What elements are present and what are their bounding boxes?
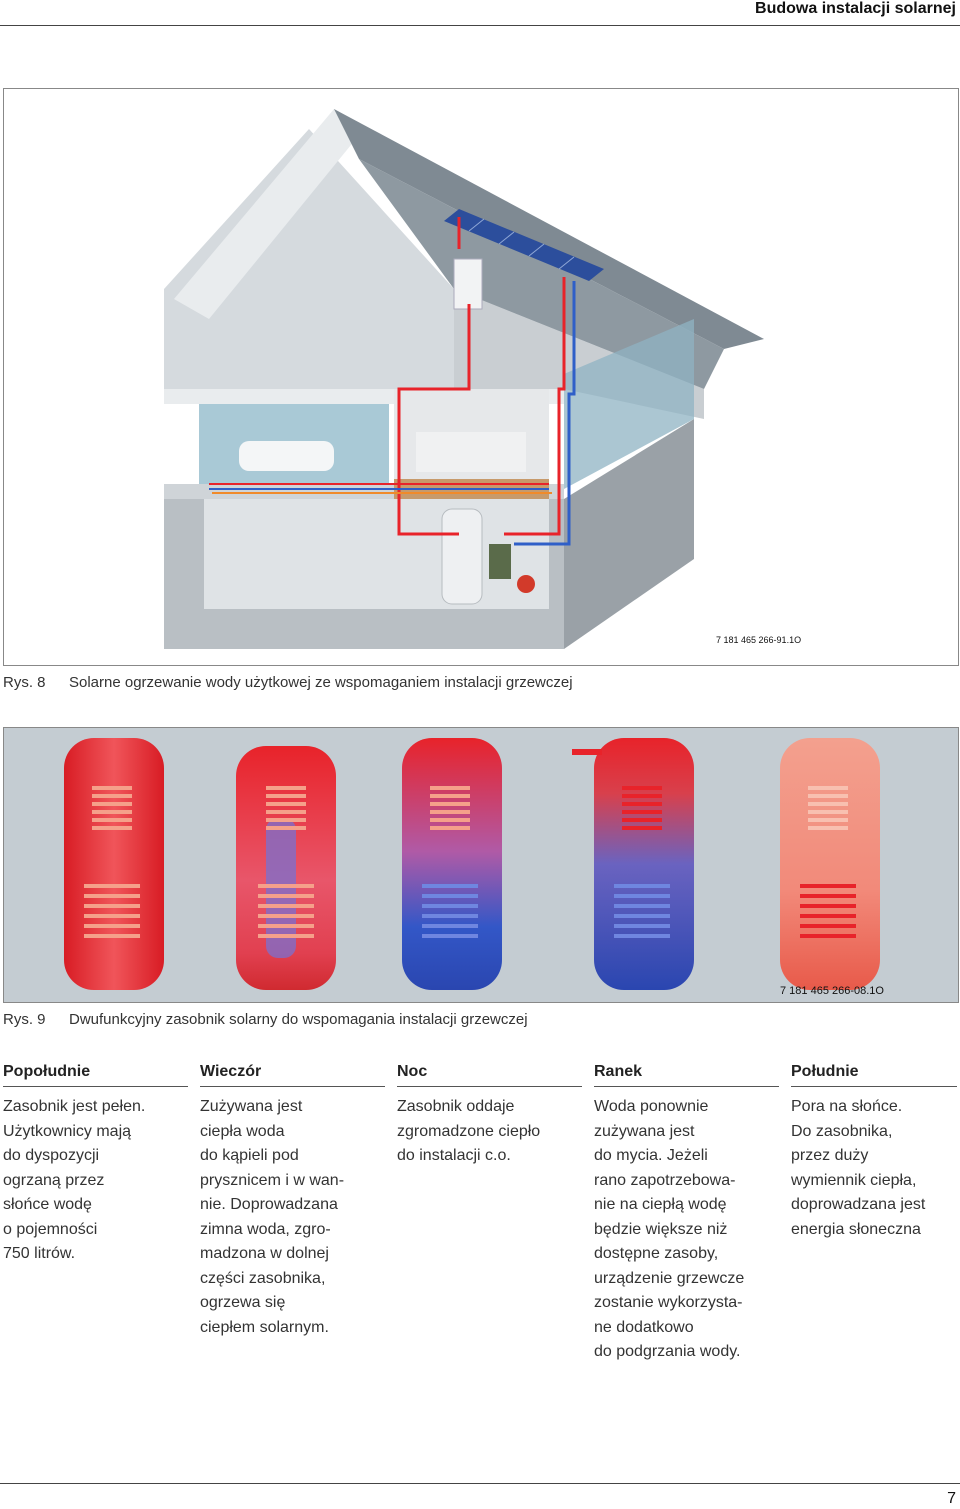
upper-gable <box>164 129 454 389</box>
column-divider <box>200 1086 385 1087</box>
column-title: Wieczór <box>200 1063 262 1080</box>
figure-8-caption: Rys. 8 Solarne ogrzewanie wody użytkowej … <box>3 674 573 691</box>
column-divider <box>791 1086 957 1087</box>
page-number: 7 <box>947 1490 956 1507</box>
column-title: Noc <box>397 1063 428 1080</box>
header-divider <box>0 25 960 26</box>
house-cutaway-drawing <box>164 109 764 649</box>
column-title: Ranek <box>594 1063 643 1080</box>
roof-left <box>174 109 364 319</box>
basement-side-wall <box>564 419 694 649</box>
column-divider <box>397 1086 582 1087</box>
tank-evening <box>236 746 336 990</box>
column-divider <box>3 1086 188 1087</box>
figure-9-caption: Rys. 9 Dwufunkcyjny zasobnik solarny do w… <box>3 1011 528 1028</box>
gas-boiler <box>453 258 483 310</box>
roof-right <box>334 109 764 349</box>
figure-8-caption-text: Solarne ogrzewanie wody użytkowej ze wsp… <box>69 674 573 691</box>
column-divider <box>594 1086 779 1087</box>
figure-8-code: 7 181 465 266-91.1O <box>716 635 802 645</box>
tank-states-drawing <box>64 738 880 990</box>
column-evening: Wieczór Zużywana jest ciepła woda do kąp… <box>200 1060 385 1340</box>
column-night: Noc Zasobnik oddaje zgromadzone ciepło d… <box>397 1060 582 1169</box>
column-text: Zasobnik jest pełen. Użytkownicy mają do… <box>3 1098 146 1262</box>
solar-pump-station <box>489 544 511 579</box>
sunroom-glazing <box>564 319 694 489</box>
column-title: Popołudnie <box>3 1063 91 1080</box>
figure-8-house-illustration: 7 181 465 266-91.1O <box>3 88 959 666</box>
column-morning: Ranek Woda ponownie zużywana jest do myc… <box>594 1060 779 1365</box>
column-title: Południe <box>791 1063 859 1080</box>
tank-noon <box>780 738 880 990</box>
page-header-title: Budowa instalacji solarnej <box>755 0 956 17</box>
tank-night <box>402 738 502 990</box>
tank-morning <box>572 738 694 990</box>
figure-9-code: 7 181 465 266-08.1O <box>780 985 884 997</box>
solar-storage-tank <box>441 508 483 605</box>
column-noon: Południe Pora na słońce. Do zasobnika, p… <box>791 1060 957 1242</box>
column-text: Zasobnik oddaje zgromadzone ciepło do in… <box>397 1098 541 1164</box>
column-text: Pora na słońce. Do zasobnika, przez duży… <box>791 1098 926 1238</box>
column-text: Zużywana jest ciepła woda do kąpieli pod… <box>200 1098 345 1336</box>
column-afternoon: Popołudnie Zasobnik jest pełen. Użytkown… <box>3 1060 188 1267</box>
kitchen-counter <box>416 432 526 472</box>
bathtub <box>239 441 334 471</box>
tank-afternoon <box>64 738 164 990</box>
figure-9-caption-text: Dwufunkcyjny zasobnik solarny do wspomag… <box>69 1011 528 1028</box>
solar-collector <box>444 209 604 281</box>
column-text: Woda ponownie zużywana jest do mycia. Je… <box>594 1098 745 1360</box>
figure-9-tank-sequence: 7 181 465 266-08.1O <box>3 727 959 1003</box>
expansion-vessel <box>517 575 535 593</box>
figure-9-caption-number: Rys. 9 <box>3 1011 46 1028</box>
footer-divider <box>0 1483 960 1484</box>
figure-8-caption-number: Rys. 8 <box>3 674 46 691</box>
